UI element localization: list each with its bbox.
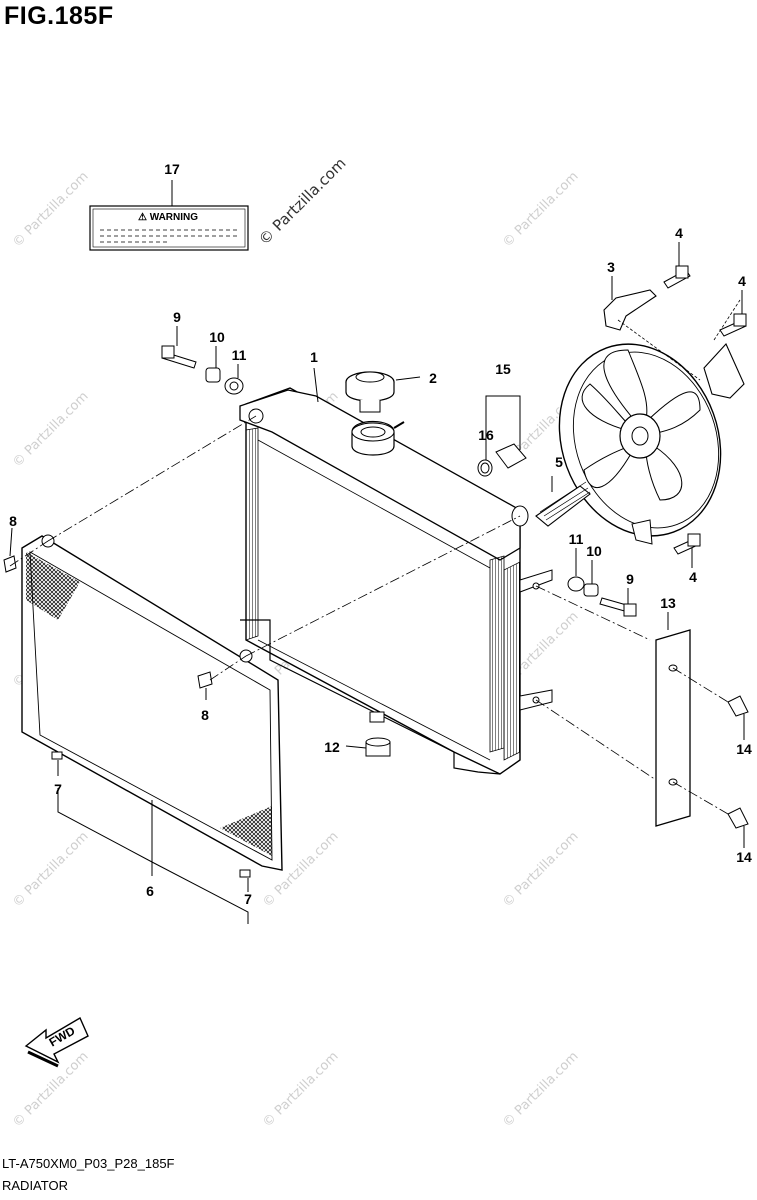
callout-4: 4: [738, 273, 746, 289]
callout-8: 8: [9, 513, 17, 529]
figure-title: FIG.185F: [4, 2, 114, 30]
leader-lines: [9, 180, 745, 924]
callout-5: 5: [555, 454, 563, 470]
callout-4: 4: [675, 225, 683, 241]
callout-17: 17: [164, 161, 180, 177]
callout-15: 15: [495, 361, 511, 377]
callout-10: 10: [586, 543, 602, 559]
callout-8: 8: [201, 707, 209, 723]
callout-16: 16: [478, 427, 494, 443]
figure-code: LT-A750XM0_P03_P28_185F: [2, 1156, 175, 1171]
warning-label-part: ⚠ WARNING: [89, 205, 249, 251]
figure-name: RADIATOR: [2, 1178, 68, 1193]
cooling-fan-part: [558, 289, 745, 545]
alignment-lines: [9, 415, 729, 815]
callout-10: 10: [209, 329, 225, 345]
callout-14: 14: [736, 741, 752, 757]
callout-2: 2: [429, 370, 437, 386]
callout-9: 9: [626, 571, 634, 587]
callout-6: 6: [146, 883, 154, 899]
callout-13: 13: [660, 595, 676, 611]
radiator-part: [239, 387, 553, 775]
callout-12: 12: [324, 739, 340, 755]
callout-14: 14: [736, 849, 752, 865]
callout-7: 7: [244, 891, 252, 907]
callout-11: 11: [569, 531, 584, 547]
callout-11: 11: [232, 347, 247, 363]
hardware-parts: [3, 265, 749, 829]
bracket-part: [655, 629, 691, 827]
warning-label-text: ⚠ WARNING: [138, 212, 198, 223]
radiator-cover-part: [21, 534, 283, 878]
thermo-switch-part: [477, 443, 591, 527]
callout-4: 4: [689, 569, 697, 585]
callout-3: 3: [607, 259, 615, 275]
fwd-arrow-icon: FWD: [24, 1016, 89, 1068]
callout-9: 9: [173, 309, 181, 325]
callout-7: 7: [54, 781, 62, 797]
callout-1: 1: [310, 349, 318, 365]
radiator-cap-part: [345, 371, 395, 413]
